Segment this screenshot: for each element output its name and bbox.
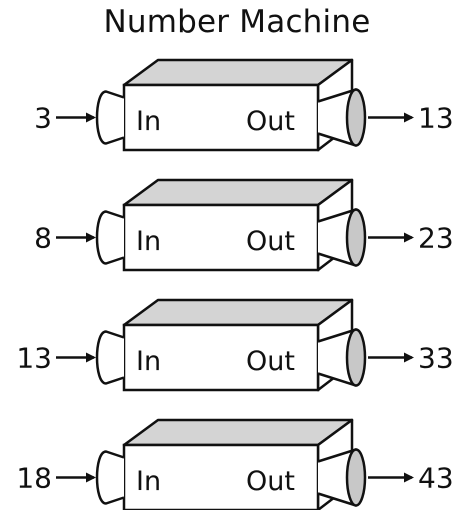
machine-top-face [122,298,354,327]
diagram-title: Number Machine [103,4,371,40]
output-funnel-mouth [345,208,367,267]
output-value: 33 [418,342,454,375]
input-value: 18 [16,462,52,495]
in-label: In [136,106,161,137]
input-value: 3 [34,102,52,135]
input-funnel [95,90,125,145]
output-funnel-mouth [345,448,367,507]
output-funnel-mouth [345,88,367,147]
machine-top-face [122,418,354,447]
machine-top-face [122,178,354,207]
machine-top-face [122,58,354,87]
out-label: Out [246,466,295,497]
output-value: 23 [418,222,454,255]
machine-front-face [122,443,320,510]
machine-front-face [122,203,320,272]
number-machine-4: 18 43 In Out [16,418,454,510]
in-label: In [136,226,161,257]
input-value: 13 [16,342,52,375]
in-label: In [136,346,161,377]
input-funnel [95,450,125,505]
input-funnel [95,330,125,385]
machine-front-face [122,83,320,152]
out-label: Out [246,106,295,137]
output-funnel-mouth [345,328,367,387]
in-label: In [136,466,161,497]
input-funnel [95,210,125,265]
out-label: Out [246,226,295,257]
input-value: 8 [34,222,52,255]
out-label: Out [246,346,295,377]
output-value: 13 [418,102,454,135]
number-machine-1: 3 13 In Out [34,58,454,152]
output-value: 43 [418,462,454,495]
number-machine-3: 13 33 In Out [16,298,454,392]
number-machine-2: 8 23 In Out [34,178,454,272]
